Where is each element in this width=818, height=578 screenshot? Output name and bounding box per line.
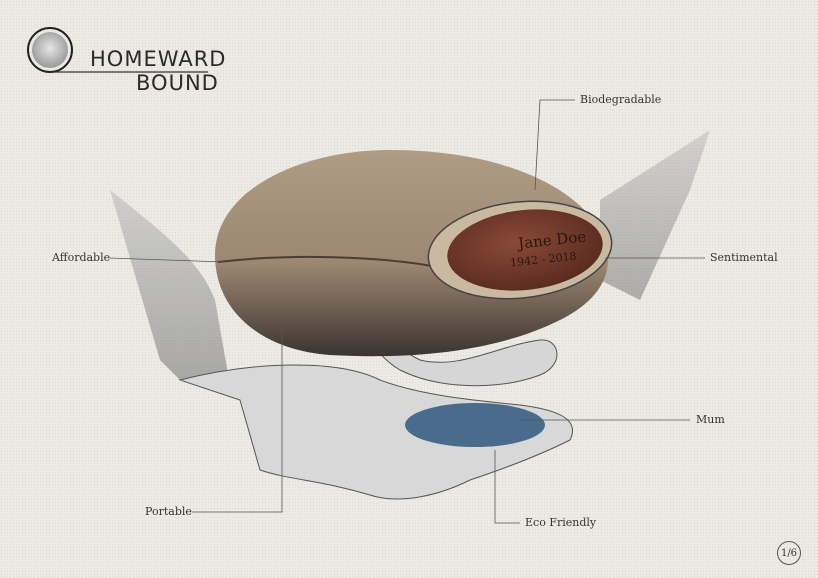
cloth-shape <box>110 190 230 385</box>
callout-biodegradable: Biodegradable <box>580 93 662 106</box>
callout-sentimental: Sentimental <box>710 251 778 264</box>
page-indicator: 1/6 <box>777 541 801 565</box>
plaque <box>447 209 603 291</box>
callout-lines <box>109 99 705 524</box>
ashes <box>405 403 545 447</box>
callout-affordable: Affordable <box>52 251 111 264</box>
lower-hand <box>178 364 573 500</box>
logo-circle-icon <box>27 27 208 73</box>
urn-body <box>215 150 608 357</box>
callout-mum: Mum <box>696 413 725 426</box>
callout-portable: Portable <box>145 505 192 518</box>
brand-line2: BOUND <box>136 71 219 95</box>
brand-logo: HOMEWARD BOUND <box>26 26 225 96</box>
brand-line1: HOMEWARD <box>90 47 227 71</box>
callout-eco-friendly: Eco Friendly <box>525 516 597 529</box>
upper-hand <box>370 308 558 387</box>
